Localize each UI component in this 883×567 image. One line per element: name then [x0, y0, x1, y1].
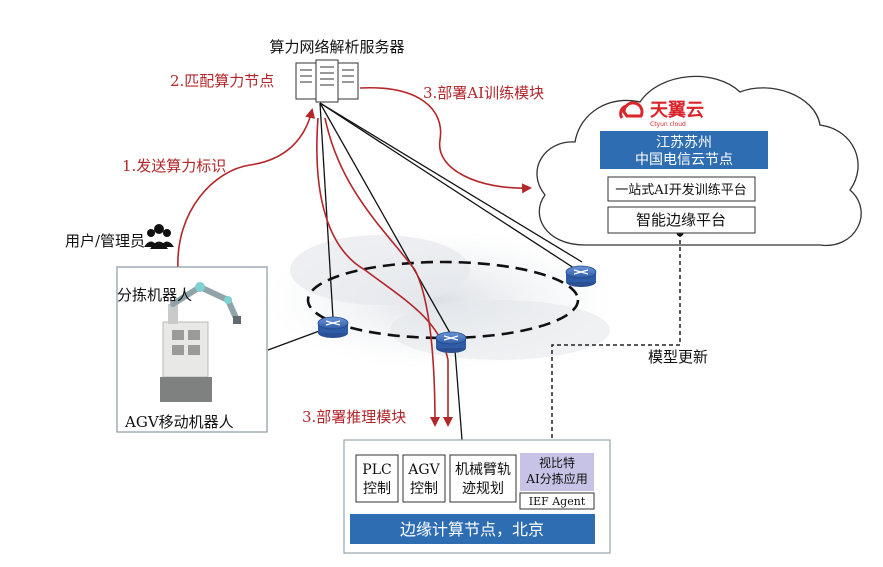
ai-sorting-app-line1: 视比特 — [539, 455, 575, 470]
cloud-node-line2: 中国电信云节点 — [635, 152, 733, 168]
step3-train-label: 3.部署AI训练模块 — [423, 84, 544, 102]
server-title: 算力网络解析服务器 — [269, 38, 404, 56]
edge-node-label: 边缘计算节点，北京 — [400, 520, 544, 539]
step1-label: 1.发送算力标识 — [122, 157, 226, 175]
arrow-send-id — [177, 108, 316, 271]
edge-module-plc-line2: 控制 — [363, 481, 391, 497]
ai-sorting-app-box — [520, 453, 594, 491]
model-update-label: 模型更新 — [648, 348, 708, 366]
ief-agent-box — [519, 492, 595, 510]
edge-module-agv-line2: 控制 — [410, 481, 438, 497]
ctyun-logo — [619, 101, 644, 119]
network-haze-3 — [390, 300, 610, 360]
server-links — [319, 102, 583, 334]
server-icon — [295, 59, 359, 103]
user-group-icon — [144, 224, 174, 249]
arrow-deploy-infer-2 — [324, 117, 440, 427]
step2-label: 2.匹配算力节点 — [170, 72, 274, 90]
agv-robot-label: AGV移动机器人 — [124, 413, 234, 431]
edge-module-arm-line2: 迹规划 — [462, 481, 504, 497]
cloud-node-line1: 江苏苏州 — [656, 135, 712, 151]
arm-robot-label: 分拣机器人 — [117, 286, 192, 304]
ctyun-logo-sub: Ctyun cloud — [650, 121, 686, 128]
ctyun-logo-text: 天翼云 — [650, 100, 704, 121]
router-icon — [565, 265, 597, 287]
arrow-deploy-train — [359, 87, 532, 194]
edge-module-arm-line1: 机械臂轨 — [455, 462, 511, 478]
edge-module-plc — [355, 454, 399, 503]
red-arrows — [177, 87, 532, 427]
robot-link — [267, 329, 323, 351]
edge-module-agv — [402, 454, 446, 503]
user-label: 用户/管理员 — [65, 232, 145, 250]
edge-module-arm — [449, 454, 517, 503]
router-icon — [317, 316, 349, 338]
ief-agent-label: IEF Agent — [529, 495, 586, 508]
edge-node-banner — [350, 514, 595, 544]
edge-platform-label: 智能边缘平台 — [636, 211, 726, 229]
edge-link — [454, 349, 463, 441]
ai-training-platform-label: 一站式AI开发训练平台 — [615, 182, 747, 198]
arrow-deploy-infer-1 — [316, 117, 453, 427]
step3-infer-label: 3.部署推理模块 — [302, 408, 406, 426]
router-icon — [435, 331, 467, 353]
edge-module-plc-line1: PLC — [362, 462, 391, 478]
ring-network — [306, 260, 580, 340]
cloud-node-banner — [600, 131, 768, 169]
ai-sorting-app-line2: AI分拣应用 — [525, 471, 587, 486]
edge-module-agv-line1: AGV — [407, 462, 440, 478]
ai-training-platform-box — [607, 176, 756, 202]
edge-platform-box — [607, 206, 756, 234]
network-haze-2 — [290, 235, 470, 305]
model-update-path — [551, 233, 681, 446]
robot-image — [160, 282, 241, 402]
